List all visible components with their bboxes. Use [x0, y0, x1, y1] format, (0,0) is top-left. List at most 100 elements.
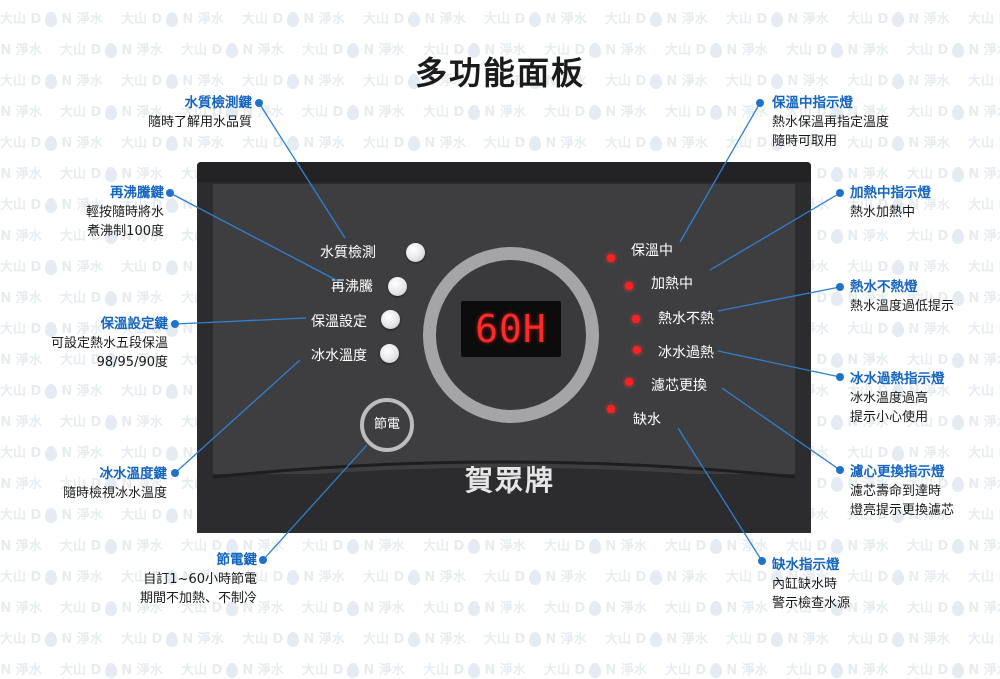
watermark-mark: 大山 DN 淨水: [907, 229, 1000, 244]
watermark-mark: 大山 DN 淨水: [0, 167, 42, 182]
watermark-mark: 大山 DN 淨水: [968, 12, 1000, 27]
callout-desc-line: 內缸缺水時: [772, 577, 838, 592]
led-display: 60H: [461, 301, 561, 357]
callout-heading: 缺水指示燈: [772, 557, 840, 573]
watermark-mark: 大山 DN 淨水: [0, 353, 42, 368]
callout-desc-line: 熱水加熱中: [850, 205, 916, 220]
callout-heading: 加熱中指示燈: [850, 185, 931, 201]
watermark-mark: 大山 DN 淨水: [907, 353, 1000, 368]
keep-warm-led: [607, 254, 615, 262]
watermark-mark: 大山 DN 淨水: [0, 43, 42, 58]
watermark-mark: 大山 DN 淨水: [907, 663, 1000, 678]
watermark-mark: 大山 DN 淨水: [968, 198, 1000, 213]
callout-desc-line: 可設定熱水五段保溫: [50, 336, 168, 351]
watermark-mark: 大山 DN 淨水: [0, 291, 42, 306]
callout-desc-line: 隨時可取用: [772, 134, 838, 149]
callout-desc-line: 隨時檢視冰水溫度: [62, 486, 167, 501]
keep-warm-setting-label: 保溫設定: [311, 314, 367, 330]
page-title: 多功能面板: [414, 54, 585, 92]
watermark-mark: 大山 DN 淨水: [968, 74, 1000, 89]
hot-water-cold-led: [632, 315, 640, 323]
callout-water-quality-key: 水質檢測鍵 隨時了解用水品質: [148, 94, 252, 132]
power-save-button[interactable]: 節電: [360, 398, 414, 452]
callout-heading: 冰水溫度鍵: [99, 466, 168, 482]
keep-warm-indicator-label: 保溫中: [631, 243, 673, 259]
watermark-mark: 大山 DN 淨水: [907, 477, 1000, 492]
ice-water-temp-button[interactable]: [380, 344, 399, 363]
callout-desc-line: 輕按隨時將水: [85, 205, 164, 220]
water-shortage-led: [607, 405, 615, 413]
heating-led: [625, 282, 633, 290]
watermark-mark: 大山 DN 淨水: [968, 384, 1000, 399]
watermark-mark: 大山 DN 淨水: [968, 322, 1000, 337]
water-quality-test-button[interactable]: [406, 243, 425, 262]
watermark-mark: 大山 DN 淨水: [907, 105, 1000, 120]
callout-desc-line: 隨時了解用水品質: [147, 115, 252, 130]
callout-heading: 冰水過熱指示燈: [850, 371, 945, 387]
reboil-button[interactable]: [388, 277, 407, 296]
hot-water-cold-indicator-label: 熱水不熱: [658, 311, 714, 327]
watermark-mark: 大山 DN 淨水: [968, 260, 1000, 275]
keep-warm-setting-button[interactable]: [381, 310, 400, 329]
callout-desc-line: 期間不加熱、不制冷: [139, 591, 257, 606]
watermark-mark: 大山 DN 淨水: [907, 43, 1000, 58]
callout-desc-line: 熱水保溫再指定溫度: [772, 115, 890, 130]
water-quality-test-label: 水質檢測: [320, 245, 376, 261]
watermark-mark: 大山 DN 淨水: [968, 632, 1000, 647]
watermark-mark: 大山 DN 淨水: [0, 229, 42, 244]
watermark-mark: 大山 DN 淨水: [907, 601, 1000, 616]
ice-water-temp-label: 冰水溫度: [311, 348, 367, 364]
callout-filter-change-indicator: 濾心更換指示燈 濾芯壽命到達時 燈亮提示更換濾芯: [850, 463, 954, 520]
callout-heading: 保溫中指示燈: [772, 95, 853, 111]
callout-reboil-key: 再沸騰鍵 輕按隨時將水 煮沸制100度: [86, 184, 164, 241]
watermark-mark: 大山 DN 淨水: [0, 477, 42, 492]
